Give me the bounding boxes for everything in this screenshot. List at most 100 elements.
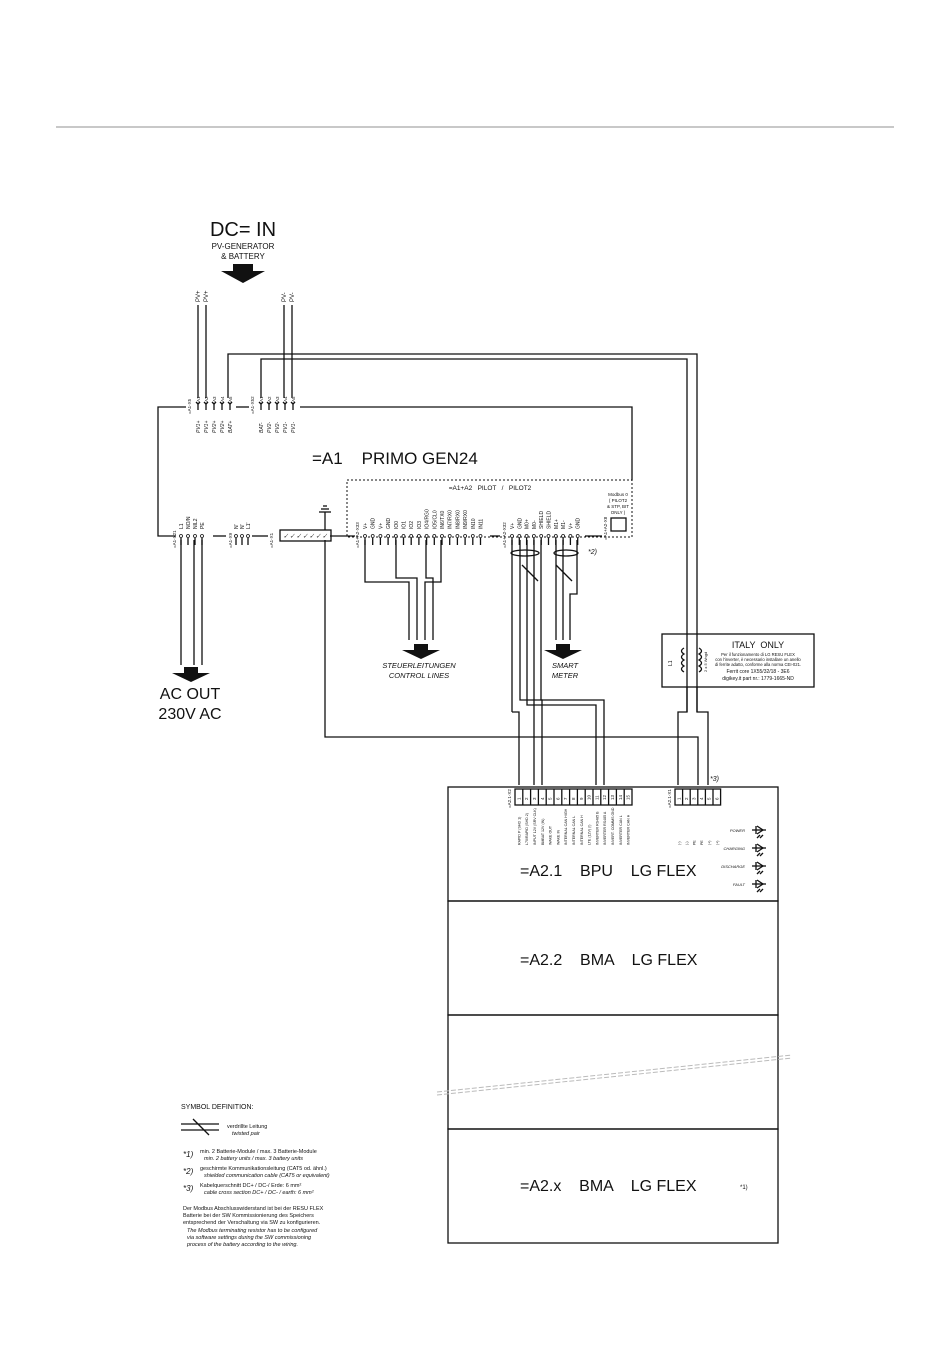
pin-number: 2 bbox=[524, 797, 529, 800]
terminal-contact-icon bbox=[246, 534, 250, 538]
block-contact-icon: -∕ bbox=[323, 533, 328, 540]
terminal-contact-icon bbox=[179, 534, 183, 538]
pin-label: SHIELD bbox=[547, 511, 553, 529]
pin-label: PV1- bbox=[291, 422, 297, 433]
smart-meter-lines: SMART METER bbox=[544, 540, 582, 680]
bmax-note: *1) bbox=[740, 1185, 748, 1191]
pin-label: IO2 bbox=[409, 521, 415, 529]
battery-stack: =A2.1 BPU LG FLEX =A2.2 BMA LG FLEX =A2.… bbox=[436, 786, 793, 1244]
terminal-contact-icon bbox=[539, 534, 544, 538]
pin-label: GND bbox=[517, 518, 523, 530]
dc-wire-labels: PV+ PV+ PV- PV- bbox=[196, 290, 296, 302]
legend-twisted-de: verdrillte Leitung bbox=[227, 1124, 267, 1130]
smart-meter-label-1: METER bbox=[552, 671, 579, 680]
symbol-legend: SYMBOL DEFINITION: verdrillte Leitung tw… bbox=[181, 1104, 330, 1248]
wire-label-pv-minus-1: PV- bbox=[282, 292, 288, 302]
pin-label: NIL2 bbox=[193, 518, 199, 529]
inverter-label: =A1 PRIMO GEN24 bbox=[312, 449, 478, 468]
pin-label: GND bbox=[576, 518, 582, 530]
terminal-contact-icon bbox=[546, 534, 551, 538]
ac-out-arrow-icon bbox=[172, 667, 210, 682]
pin-label: INVERTER RS485 B bbox=[595, 811, 599, 845]
t-x32-tag: =A1+A2-X32 bbox=[502, 522, 507, 548]
x8-note-3: ONLY ) bbox=[611, 510, 626, 515]
pin-number: A3 bbox=[212, 396, 217, 402]
modbus-jack-icon bbox=[610, 517, 627, 532]
pin-label: PV2- bbox=[275, 422, 281, 433]
pin-number: A4 bbox=[220, 396, 225, 402]
pin-label: L1' bbox=[246, 522, 252, 529]
terminal-pin-icon bbox=[274, 401, 280, 410]
control-lines-label-0: STEUERLEITUNGEN bbox=[382, 661, 456, 670]
terminal-contact-icon bbox=[234, 534, 238, 538]
block-contact-icon: -∕ bbox=[316, 533, 321, 540]
pin-label: IN9/RX0 bbox=[463, 510, 469, 529]
pin-number: A5 bbox=[228, 396, 233, 402]
terminal-contact-icon bbox=[517, 534, 522, 538]
pin-number: 7 bbox=[563, 797, 568, 800]
dc-in-sub2: & BATTERY bbox=[221, 252, 265, 261]
pin-label: INVERTER RS485 A bbox=[603, 811, 607, 845]
t-x1-tag: =A1-X1 bbox=[269, 532, 274, 548]
x8-tag: =A1+A2-X8 bbox=[603, 516, 608, 540]
pin-number: 6 bbox=[555, 797, 560, 800]
x8-note-2: & STP, BIT bbox=[607, 504, 629, 509]
led-label-charging: CHARGING bbox=[723, 846, 745, 851]
t-x9-tag: =A1-X9 bbox=[228, 532, 233, 548]
italy-line-3: Ferrit core 1X55/32/18 - 3E6 bbox=[726, 669, 789, 675]
wire-label-pv-plus-1: PV+ bbox=[196, 290, 202, 302]
pin-label: INPUT 12V (SRV CLK) bbox=[533, 808, 537, 845]
terminal-contact-icon bbox=[432, 534, 437, 538]
modbus-lines: *2) bbox=[510, 540, 605, 785]
pin-label: IO5/CL0 bbox=[432, 510, 438, 529]
control-lines-label-1: CONTROL LINES bbox=[389, 671, 449, 680]
led-icon bbox=[752, 825, 766, 839]
pin-label: INTERNAL CAN H bbox=[580, 815, 584, 845]
pin-label: PV1+ bbox=[204, 421, 210, 433]
pin-label: V+ bbox=[510, 523, 516, 529]
pin-number: 6 bbox=[714, 797, 719, 800]
pin-label: IN10 bbox=[471, 518, 477, 529]
pin-label: IO1 bbox=[402, 521, 408, 529]
pin-label: V+ bbox=[378, 523, 384, 529]
pin-label: LTE (12V) (!) bbox=[588, 824, 592, 845]
pin-label: N' bbox=[234, 524, 240, 529]
led-label-discharge: DISCHARGE bbox=[721, 864, 745, 869]
terminal-contact-icon bbox=[424, 534, 429, 538]
bmax-frame bbox=[447, 1128, 779, 1244]
pin-label: (+) bbox=[715, 841, 719, 846]
pin-label: INVERT. COMMS GND bbox=[611, 807, 615, 845]
pin-label: WAKE OUT bbox=[549, 825, 553, 845]
dc-in-title: DC= IN bbox=[210, 219, 276, 241]
terminal-contact-icon bbox=[378, 534, 383, 538]
pin-label: N' bbox=[240, 524, 246, 529]
pin-number: A5 bbox=[291, 396, 296, 402]
t-x21-tag: =A1-X21 bbox=[172, 530, 177, 548]
bma-gap-frame bbox=[447, 1014, 779, 1130]
terminal-contact-icon bbox=[575, 534, 580, 538]
terminal-pin-icon bbox=[211, 401, 217, 410]
terminal-pin-icon bbox=[195, 401, 201, 410]
pin-number: 15 bbox=[626, 794, 631, 800]
legend-modbus-en-2: process of the battery according to the … bbox=[186, 1242, 298, 1248]
pin-label: (-) bbox=[685, 841, 689, 845]
block-contact-icon: -∕ bbox=[303, 533, 308, 540]
pin-label: M1- bbox=[561, 520, 567, 529]
legend-modbus-de-0: Der Modbus Abschlusswiderstand ist bei d… bbox=[183, 1206, 324, 1212]
pin-number: A1 bbox=[196, 396, 201, 402]
pin-label: GND bbox=[371, 518, 377, 530]
terminal-pin-icon bbox=[282, 401, 288, 410]
led-icon bbox=[752, 843, 766, 857]
t-bx2-tag: =A2.1-X2 bbox=[507, 789, 512, 808]
pin-label: IN8/RX0 bbox=[455, 510, 461, 529]
terminal-contact-icon bbox=[370, 534, 375, 538]
legend-modbus-de-1: Batterie bei der SW Kommissionierung des… bbox=[183, 1213, 314, 1219]
pin-label: IO4/RG0 bbox=[425, 509, 431, 529]
dc-wires bbox=[197, 305, 698, 712]
pin-label: M0- bbox=[532, 520, 538, 529]
